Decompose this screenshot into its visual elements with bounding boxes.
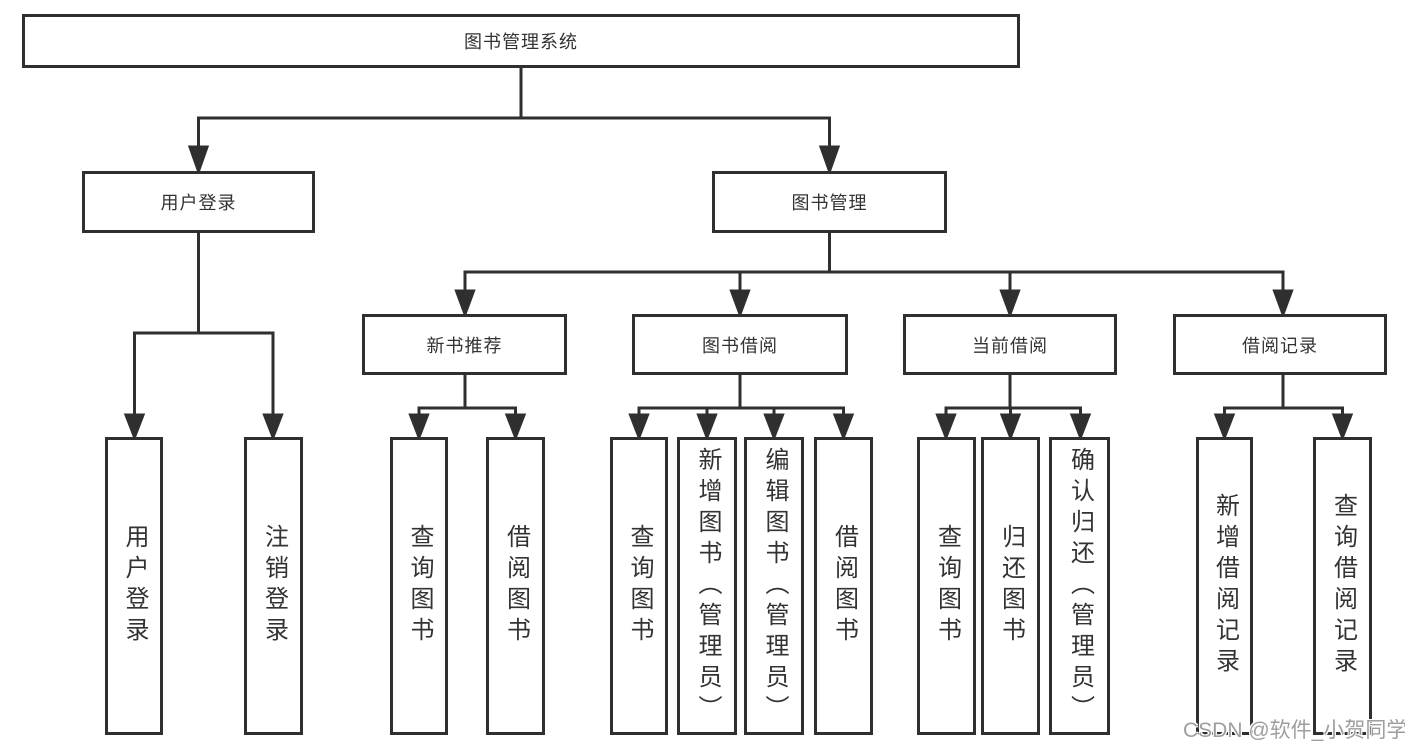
node-root-system: 图书管理系统 [22,14,1020,68]
csdn-watermark: CSDN @软件_小贺同学 [1183,719,1405,742]
node-leaf-logout: 注销登录 [244,437,303,735]
node-current-borrow: 当前借阅 [903,314,1117,375]
node-leaf-edit-books-admin: 编辑图书（管理员） [744,437,804,735]
node-leaf-return-books: 归还图书 [981,437,1040,735]
node-leaf-current-query-books: 查询图书 [917,437,976,735]
node-leaf-add-books-admin: 新增图书（管理员） [677,437,737,735]
node-leaf-rec-query-books: 查询图书 [390,437,448,735]
node-leaf-confirm-return-admin: 确认归还（管理员） [1049,437,1110,735]
node-leaf-borrow-borrow-books: 借阅图书 [814,437,873,735]
node-book-management: 图书管理 [712,171,947,233]
node-user-login: 用户登录 [82,171,315,233]
node-leaf-add-borrow-record: 新增借阅记录 [1196,437,1253,735]
node-new-book-recommend: 新书推荐 [362,314,567,375]
node-leaf-rec-borrow-books: 借阅图书 [486,437,545,735]
node-leaf-user-login: 用户登录 [105,437,163,735]
node-borrow-records: 借阅记录 [1173,314,1387,375]
node-leaf-query-borrow-record: 查询借阅记录 [1313,437,1372,735]
node-leaf-borrow-query-books: 查询图书 [610,437,668,735]
node-book-borrow: 图书借阅 [632,314,848,375]
